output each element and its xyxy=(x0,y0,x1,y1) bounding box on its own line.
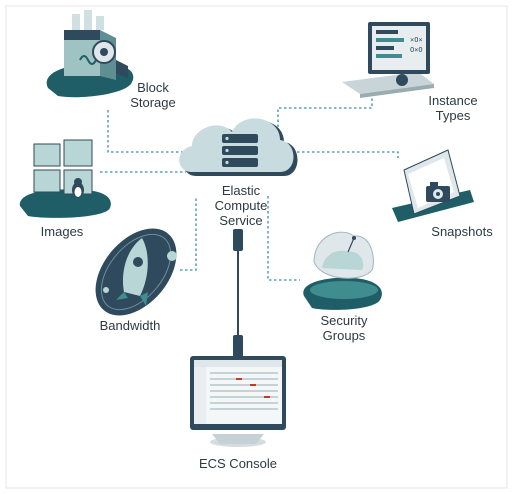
label-instance-types: Instance Types xyxy=(428,93,478,123)
svg-text:×O×: ×O× xyxy=(410,36,423,44)
label-security-groups: Security Groups xyxy=(320,313,368,343)
connector-bandwidth xyxy=(180,196,197,271)
label-ecs-console: ECS Console xyxy=(198,456,278,471)
connectors xyxy=(100,96,399,281)
diagram-border xyxy=(5,5,508,489)
svg-text:O×O: O×O xyxy=(410,46,423,54)
shield-globe-icon xyxy=(303,231,382,310)
storage-machine-icon xyxy=(46,10,134,98)
connector-snapshots xyxy=(292,151,399,158)
rocket-icon xyxy=(95,228,177,316)
camera-photo-icon xyxy=(392,149,474,222)
cloud-server-icon xyxy=(179,118,298,176)
connector-instance-types xyxy=(277,96,373,142)
laptop-code-icon: ×O× O×O xyxy=(342,22,434,98)
monitor-console-icon xyxy=(190,356,286,447)
label-bandwidth: Bandwidth xyxy=(99,318,161,333)
connector-security-groups xyxy=(267,196,300,281)
label-snapshots: Snapshots xyxy=(431,224,493,239)
windows-linux-icon xyxy=(19,139,111,218)
label-images: Images xyxy=(40,224,84,239)
label-block-storage: Block Storage xyxy=(130,80,176,110)
connector-block-storage xyxy=(107,110,188,153)
label-ecs-center: Elastic Compute Service xyxy=(214,183,268,228)
console-cable xyxy=(233,229,243,357)
